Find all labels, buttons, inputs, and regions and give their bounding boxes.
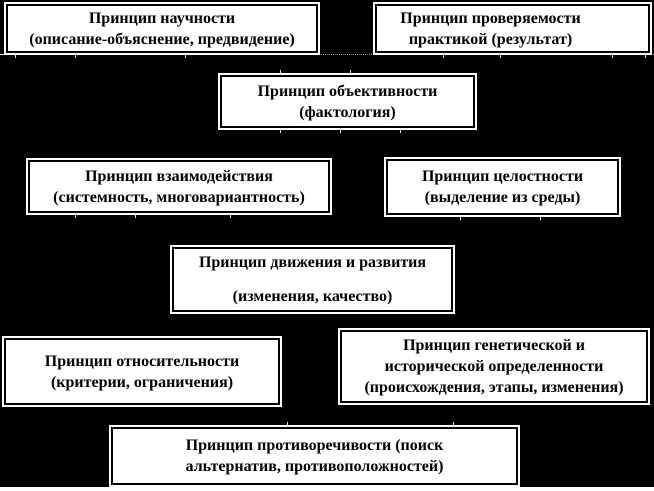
tick-mark <box>453 422 454 427</box>
tick-mark <box>645 53 646 58</box>
box-line: (критерии, ограничения) <box>50 373 234 391</box>
box-line: (описание-объяснение, предвидение) <box>29 30 295 48</box>
box-line: (фактология) <box>299 103 396 121</box>
tick-mark <box>75 53 76 58</box>
tick-mark <box>340 128 341 133</box>
box-line: Принцип целостности <box>421 168 584 185</box>
box-principle-integrity: Принцип целостности (выделение из среды) <box>386 159 619 215</box>
tick-mark <box>612 53 613 58</box>
tick-mark <box>230 213 231 218</box>
box-line: (системность, многовариантность) <box>53 188 305 206</box>
box-principle-relativity: Принцип относительности (критерии, огран… <box>4 338 280 405</box>
box-principle-movement-development: Принцип движения и развития (изменения, … <box>172 247 453 312</box>
box-line: Принцип научности <box>88 9 236 27</box>
box-principle-contradiction: Принцип противоречивости (поиск альтерна… <box>111 427 518 485</box>
box-line: исторической определенности <box>384 358 604 375</box>
tick-mark <box>135 213 136 218</box>
box-line: Принцип относительности <box>44 352 240 370</box>
box-line: Принцип взаимодействия <box>85 167 273 185</box>
box-line: Принцип движения и развития <box>198 254 427 271</box>
tick-mark <box>400 128 401 133</box>
tick-mark <box>540 215 541 220</box>
tick-mark <box>460 215 461 220</box>
tick-mark <box>280 128 281 133</box>
tick-mark <box>443 53 444 58</box>
row-divider-dotted-line <box>0 54 654 55</box>
tick-mark <box>185 53 186 58</box>
box-line: (изменения, качество) <box>232 288 393 305</box>
bottom-white-stripe <box>0 487 654 491</box>
box-line: Принцип противоречивости (поиск <box>185 437 444 454</box>
box-line: Принцип объективности <box>257 82 438 100</box>
tick-mark <box>75 213 76 218</box>
tick-mark <box>287 422 288 427</box>
box-principle-interaction: Принцип взаимодействия (системность, мно… <box>28 160 330 213</box>
box-line: (происхождения, этапы, изменения) <box>364 379 624 396</box>
box-line: практикой (результат) <box>408 30 573 48</box>
box-line: альтернатив, противоположностей) <box>185 458 444 475</box>
box-line: (выделение из среды) <box>424 189 581 206</box>
tick-mark <box>0 54 5 55</box>
box-line: Принцип генетической и <box>403 337 585 354</box>
tick-mark <box>280 70 281 75</box>
box-principle-objectivity: Принцип объективности (фактология) <box>220 75 475 128</box>
tick-mark <box>350 70 351 75</box>
tick-mark <box>500 53 501 58</box>
box-principle-verifiability: Принцип проверяемости практикой (результ… <box>375 4 650 53</box>
box-principle-genetic-historical: Принцип генетической и исторической опре… <box>340 330 648 403</box>
tick-mark <box>15 53 16 58</box>
box-line: Принцип проверяемости <box>400 9 581 27</box>
box-principle-scientificity: Принцип научности (описание-объяснение, … <box>6 4 318 53</box>
